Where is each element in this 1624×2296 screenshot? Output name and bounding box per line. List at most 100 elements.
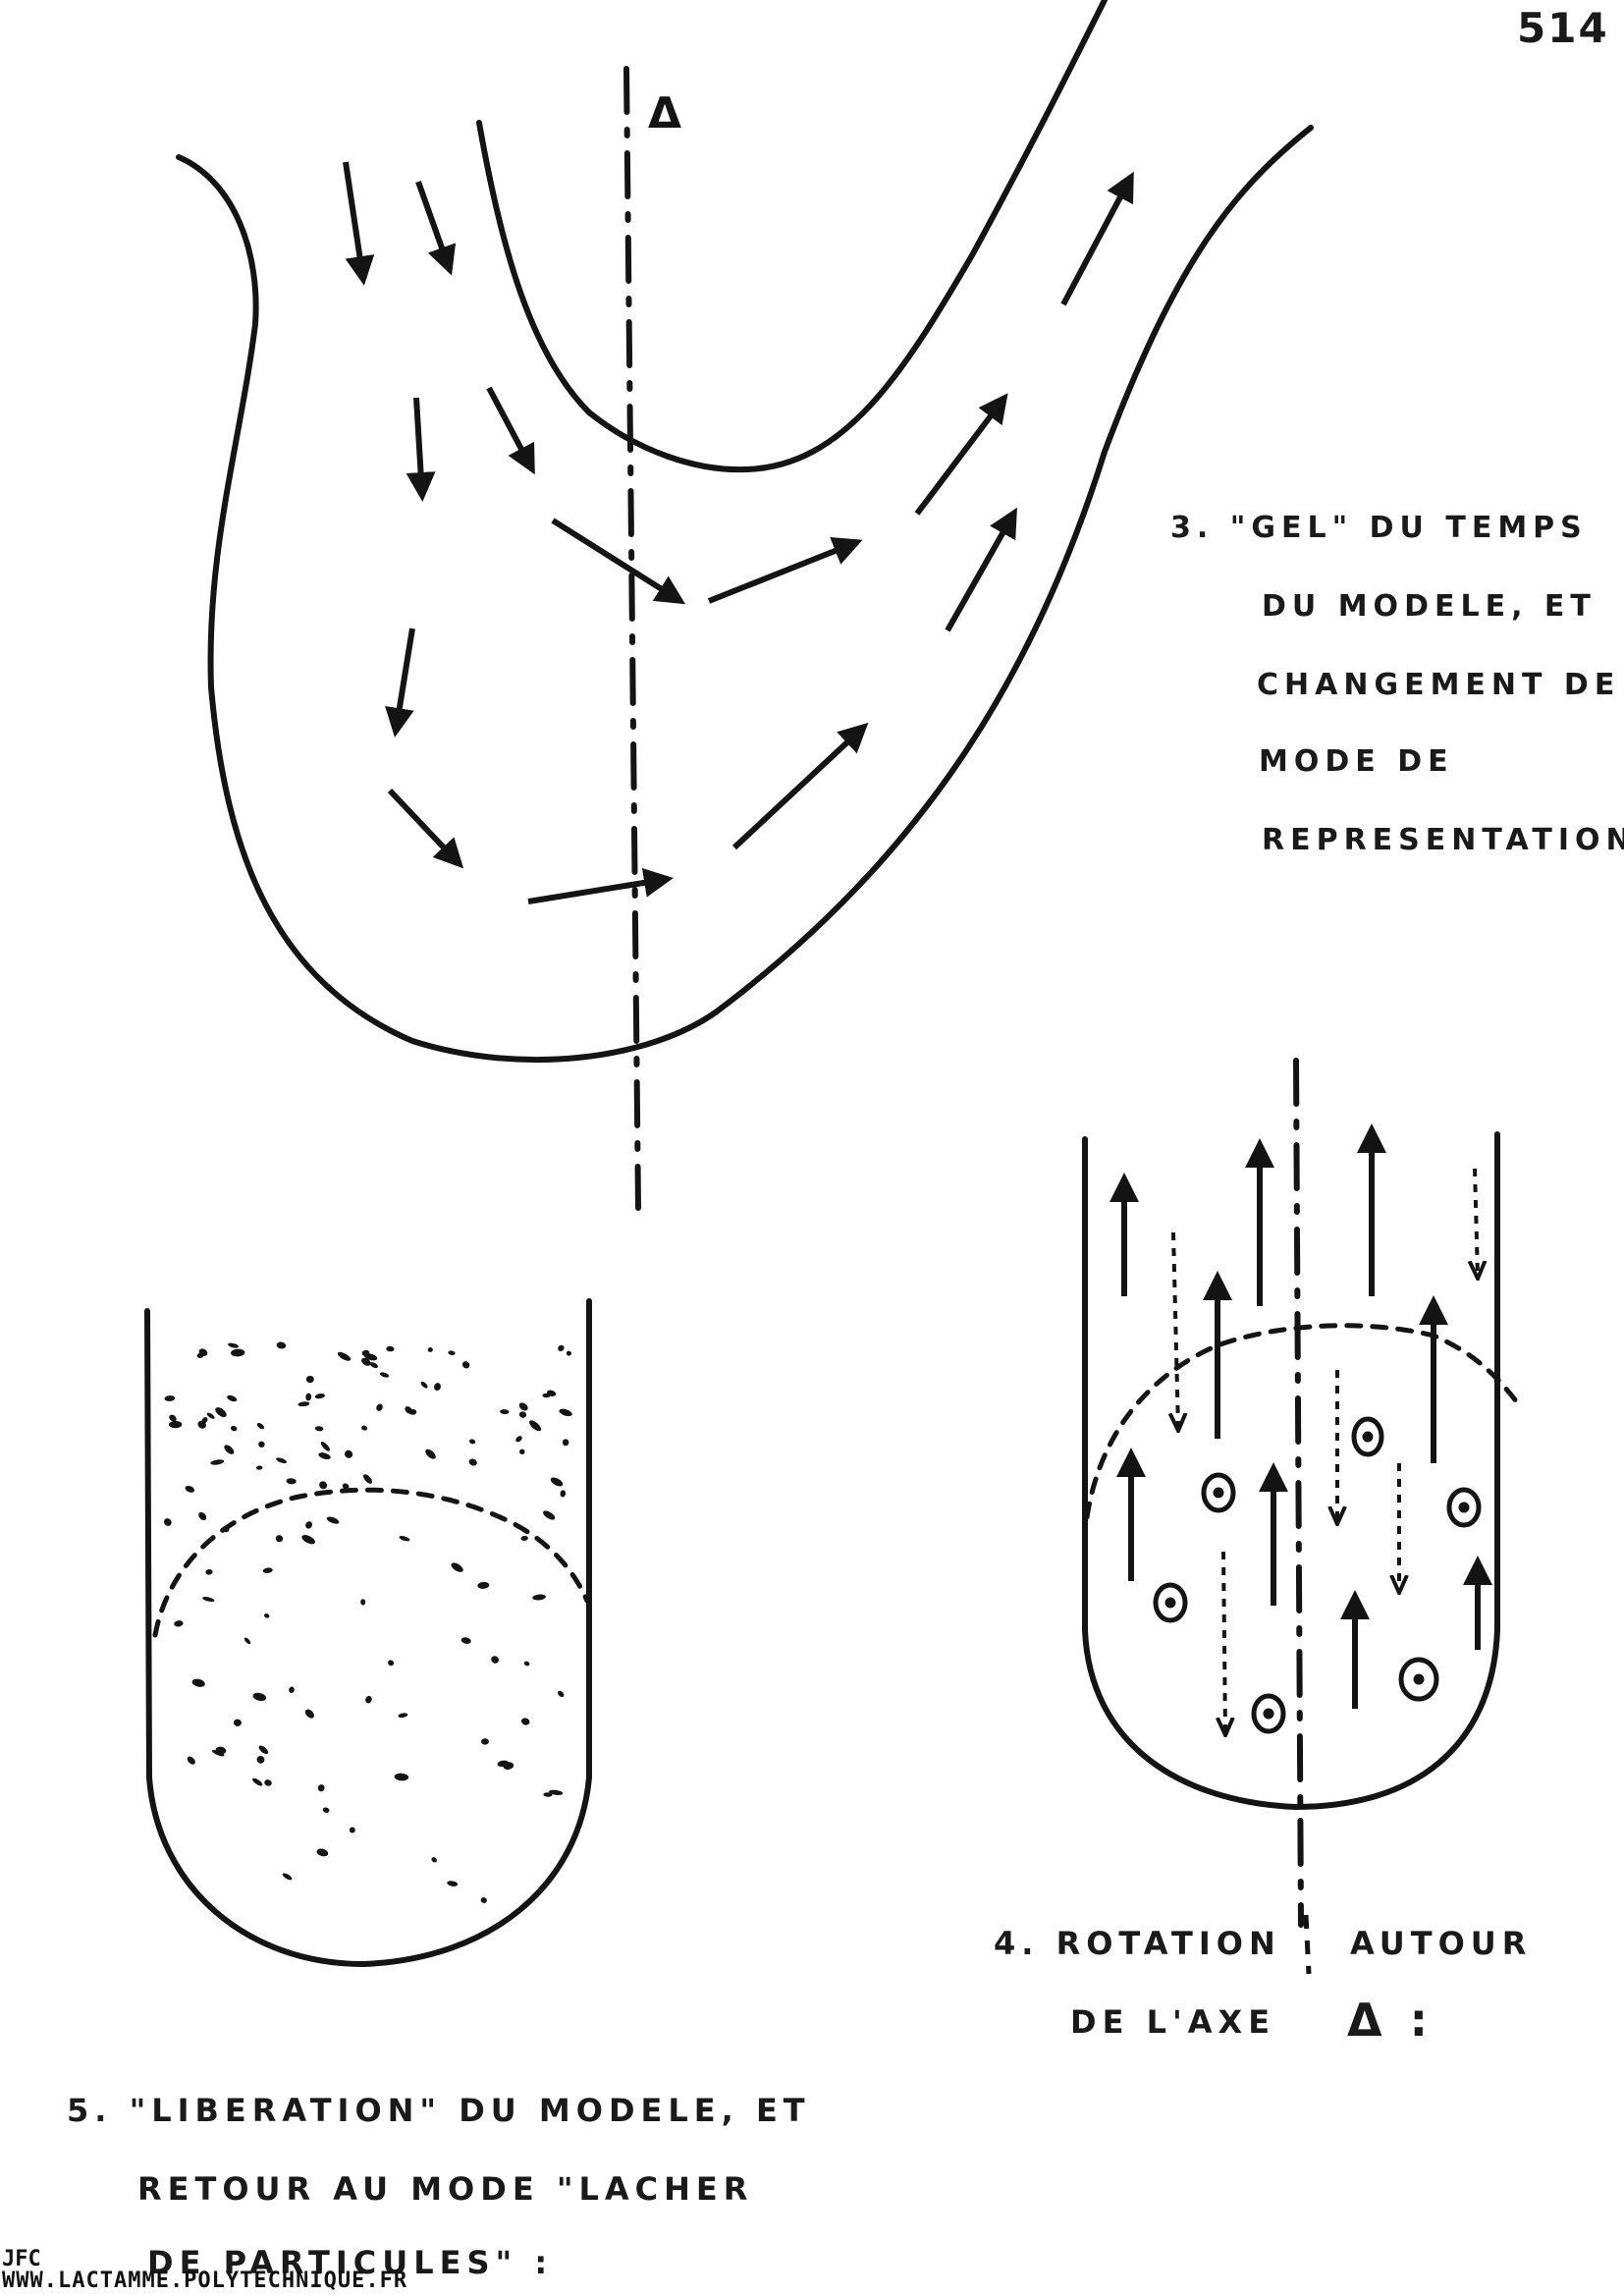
particle-dot bbox=[314, 1426, 324, 1432]
axis-tick-caption-4 bbox=[1303, 1914, 1312, 1975]
particle-dot bbox=[448, 1350, 456, 1355]
particle-dot bbox=[559, 1408, 572, 1417]
particle-dot bbox=[210, 1459, 225, 1465]
particle-dot bbox=[252, 1692, 267, 1702]
particle-dot bbox=[202, 1596, 215, 1603]
down-arrow-dashed bbox=[1173, 1231, 1178, 1429]
particle-dot bbox=[289, 1686, 295, 1694]
particle-dot bbox=[497, 1760, 510, 1768]
particle-dot bbox=[326, 1516, 340, 1524]
circle-dot-marker bbox=[1446, 1487, 1482, 1528]
particle-dot bbox=[386, 1345, 395, 1352]
caption-4-axis-symbol: Δ : bbox=[1347, 1994, 1435, 2047]
particle-dot bbox=[431, 1857, 437, 1863]
caption-3-line-3: CHANGEMENT DE bbox=[1257, 668, 1621, 702]
particle-dot bbox=[317, 1784, 325, 1792]
figure-4-out-of-plane-markers bbox=[1153, 1416, 1482, 1734]
down-arrow-dashed bbox=[1475, 1168, 1478, 1277]
figure-4-downward-arrows bbox=[1173, 1168, 1478, 1733]
particle-dot bbox=[480, 1897, 487, 1903]
caption-4-line-1a: 4. ROTATION bbox=[994, 1925, 1281, 1962]
velocity-arrow bbox=[731, 722, 869, 850]
particle-dot bbox=[369, 1362, 378, 1369]
particle-dot bbox=[168, 1420, 183, 1429]
particle-dot bbox=[174, 1620, 184, 1627]
particle-dot bbox=[460, 1637, 471, 1644]
velocity-arrow bbox=[343, 161, 375, 286]
particle-dot bbox=[523, 1661, 530, 1667]
particle-dot bbox=[543, 1792, 553, 1797]
particle-dot bbox=[322, 1807, 330, 1813]
particle-dot bbox=[187, 1756, 195, 1765]
particle-dot bbox=[298, 1401, 310, 1407]
particle-dot bbox=[491, 1656, 499, 1664]
particle-dot bbox=[262, 1567, 273, 1573]
caption-4-line-1b: AUTOUR bbox=[1350, 1925, 1533, 1962]
caption-5-line-2: RETOUR AU MODE "LACHER bbox=[137, 2170, 754, 2208]
velocity-arrow bbox=[415, 180, 457, 276]
particle-dot bbox=[231, 1348, 245, 1357]
particle-dot bbox=[532, 1594, 546, 1601]
particle-dot bbox=[349, 1827, 355, 1833]
velocity-arrow bbox=[945, 507, 1017, 632]
particle-dot bbox=[227, 1394, 238, 1402]
particle-dot bbox=[233, 1719, 242, 1726]
channel-outer-wall bbox=[176, 125, 1314, 1064]
particle-dot bbox=[276, 1341, 287, 1349]
particle-dot bbox=[305, 1521, 313, 1529]
particle-dot bbox=[481, 1738, 489, 1745]
caption-3-line-2: DU MODELE, ET bbox=[1262, 589, 1597, 624]
particle-dot bbox=[434, 1383, 441, 1392]
particle-dot bbox=[518, 1411, 527, 1418]
particle-dot bbox=[344, 1449, 353, 1458]
particle-dot bbox=[337, 1351, 352, 1361]
page-number: 514 bbox=[1517, 4, 1609, 52]
particle-dot bbox=[305, 1375, 314, 1384]
particle-dot bbox=[361, 1349, 370, 1356]
velocity-arrow bbox=[387, 788, 464, 869]
particle-dot bbox=[542, 1393, 551, 1398]
particle-dot bbox=[244, 1637, 251, 1645]
velocity-arrow bbox=[486, 386, 535, 475]
particle-dot bbox=[304, 1709, 314, 1719]
circle-dot-marker bbox=[1201, 1472, 1236, 1513]
particle-dot bbox=[275, 1535, 284, 1543]
particle-dot bbox=[230, 1425, 238, 1432]
particle-dot bbox=[425, 1449, 436, 1459]
particle-dot bbox=[379, 1372, 390, 1378]
particle-dot bbox=[468, 1439, 476, 1445]
particle-dot bbox=[420, 1381, 428, 1389]
figure-4-rotated-tube bbox=[1082, 1058, 1520, 1928]
particle-dot bbox=[169, 1414, 177, 1422]
particle-dot bbox=[361, 1425, 368, 1431]
particle-dot bbox=[318, 1452, 331, 1460]
particle-dot bbox=[500, 1409, 510, 1415]
particle-dot bbox=[286, 1478, 297, 1485]
watermark-initials: JFC bbox=[2, 2247, 41, 2271]
particle-dot bbox=[562, 1439, 569, 1447]
watermark-url: WWW.LACTAMME.POLYTECHNIQUE.FR bbox=[2, 2269, 408, 2293]
particle-dot bbox=[529, 1420, 542, 1432]
tube-4-wall bbox=[1082, 1131, 1500, 1811]
circle-dot-marker bbox=[1251, 1693, 1286, 1734]
particle-dot bbox=[550, 1477, 564, 1487]
particle-dot bbox=[363, 1474, 372, 1484]
particle-dot bbox=[477, 1581, 490, 1589]
particle-dot bbox=[319, 1481, 328, 1490]
particle-dot bbox=[548, 1789, 564, 1795]
axis-delta-label-top: Δ bbox=[648, 88, 681, 138]
particle-dot bbox=[451, 1562, 463, 1572]
particle-dot bbox=[258, 1441, 265, 1448]
caption-3-line-5: REPRESENTATION : bbox=[1262, 823, 1624, 857]
particle-dot bbox=[461, 1361, 470, 1369]
velocity-arrow bbox=[406, 397, 436, 502]
particle-dot bbox=[252, 1777, 263, 1786]
particle-dot bbox=[264, 1613, 270, 1618]
particle-dot bbox=[558, 1690, 565, 1698]
particle-dot bbox=[376, 1403, 383, 1411]
boundary-dashed-5 bbox=[152, 1487, 590, 1638]
particle-dot bbox=[314, 1393, 325, 1399]
particle-dot bbox=[388, 1660, 395, 1667]
particle-dot bbox=[520, 1535, 528, 1541]
particle-dot bbox=[205, 1568, 213, 1575]
